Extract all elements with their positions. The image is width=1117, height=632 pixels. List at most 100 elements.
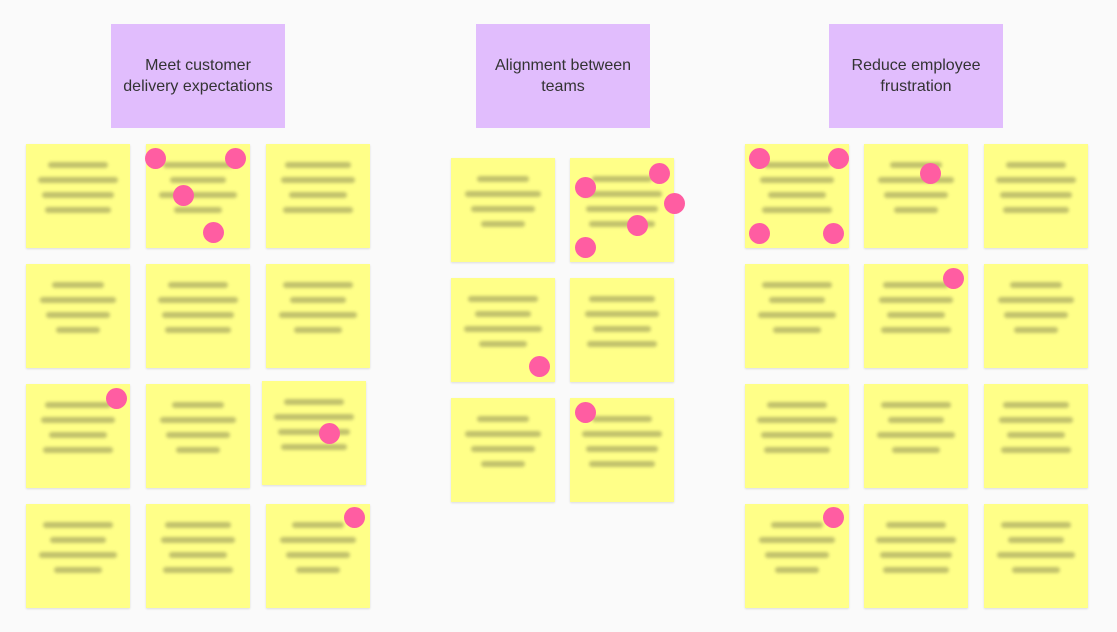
- redacted-text-line: [1003, 402, 1069, 408]
- redacted-text-line: [878, 177, 954, 183]
- vote-dot[interactable]: [144, 147, 166, 169]
- redacted-text-line: [159, 192, 237, 198]
- vote-dot[interactable]: [748, 222, 770, 244]
- redacted-text-line: [764, 447, 830, 453]
- redacted-text-line: [296, 567, 340, 573]
- redacted-text-line: [586, 446, 658, 452]
- vote-dot[interactable]: [748, 147, 770, 169]
- redacted-text-line: [757, 417, 837, 423]
- redacted-text-line: [881, 327, 951, 333]
- column-header-delivery[interactable]: Meet customer delivery expectations: [111, 24, 285, 128]
- sticky-note[interactable]: [266, 144, 370, 248]
- redacted-text-line: [767, 402, 827, 408]
- sticky-note[interactable]: [984, 384, 1088, 488]
- vote-dot[interactable]: [827, 147, 849, 169]
- vote-dot[interactable]: [626, 214, 648, 236]
- redacted-text-line: [158, 297, 238, 303]
- sticky-note[interactable]: [984, 264, 1088, 368]
- redacted-text-line: [1004, 312, 1068, 318]
- redacted-text-line: [587, 341, 657, 347]
- redacted-text-line: [50, 537, 106, 543]
- redacted-text-line: [582, 191, 662, 197]
- vote-dot[interactable]: [224, 147, 246, 169]
- redacted-text-line: [877, 432, 955, 438]
- column-header-alignment[interactable]: Alignment between teams: [476, 24, 650, 128]
- vote-dot[interactable]: [172, 184, 194, 206]
- sticky-note[interactable]: [146, 504, 250, 608]
- sticky-note[interactable]: [146, 264, 250, 368]
- sticky-note[interactable]: [26, 144, 130, 248]
- redacted-text-line: [481, 461, 525, 467]
- redacted-text-line: [43, 447, 113, 453]
- vote-dot[interactable]: [105, 387, 127, 409]
- vote-dot[interactable]: [942, 267, 964, 289]
- redacted-text-line: [274, 414, 354, 420]
- redacted-text-line: [1001, 447, 1071, 453]
- redacted-text-line: [281, 444, 347, 450]
- sticky-note[interactable]: [745, 264, 849, 368]
- redacted-text-line: [886, 522, 946, 528]
- redacted-text-line: [464, 326, 542, 332]
- redacted-text-line: [54, 567, 102, 573]
- redacted-text-line: [589, 461, 655, 467]
- sticky-note[interactable]: [262, 381, 366, 485]
- sticky-note[interactable]: [570, 278, 674, 382]
- redacted-text-line: [170, 177, 226, 183]
- sticky-note[interactable]: [984, 144, 1088, 248]
- redacted-text-line: [289, 192, 347, 198]
- vote-dot[interactable]: [574, 236, 596, 258]
- vote-dot[interactable]: [822, 222, 844, 244]
- column-header-frustration[interactable]: Reduce employee frustration: [829, 24, 1003, 128]
- redacted-text-line: [593, 326, 651, 332]
- sticky-note[interactable]: [451, 398, 555, 502]
- vote-dot[interactable]: [574, 176, 596, 198]
- redacted-text-line: [1001, 522, 1071, 528]
- vote-dot[interactable]: [822, 506, 844, 528]
- sticky-note[interactable]: [146, 384, 250, 488]
- redacted-text-line: [586, 206, 658, 212]
- redacted-text-line: [290, 297, 346, 303]
- sticky-note[interactable]: [984, 504, 1088, 608]
- redacted-text-line: [477, 176, 529, 182]
- vote-dot[interactable]: [919, 162, 941, 184]
- redacted-text-line: [38, 177, 118, 183]
- sticky-note[interactable]: [451, 158, 555, 262]
- redacted-text-line: [881, 402, 951, 408]
- vote-dot[interactable]: [648, 162, 670, 184]
- vote-dot[interactable]: [318, 422, 340, 444]
- redacted-text-line: [471, 446, 535, 452]
- redacted-text-line: [169, 552, 227, 558]
- redacted-text-line: [168, 282, 228, 288]
- sticky-note[interactable]: [864, 504, 968, 608]
- redacted-text-line: [775, 567, 819, 573]
- redacted-text-line: [471, 206, 535, 212]
- redacted-text-line: [481, 221, 525, 227]
- vote-dot[interactable]: [663, 192, 685, 214]
- redacted-text-line: [888, 417, 944, 423]
- redacted-text-line: [465, 191, 541, 197]
- redacted-text-line: [894, 207, 938, 213]
- sticky-note[interactable]: [26, 264, 130, 368]
- redacted-text-line: [39, 552, 117, 558]
- redacted-text-line: [883, 567, 949, 573]
- redacted-text-line: [49, 432, 107, 438]
- redacted-text-line: [883, 282, 949, 288]
- sticky-note[interactable]: [26, 384, 130, 488]
- redacted-text-line: [762, 207, 832, 213]
- vote-dot[interactable]: [528, 355, 550, 377]
- vote-dot[interactable]: [574, 401, 596, 423]
- redacted-text-line: [773, 327, 821, 333]
- sticky-note[interactable]: [864, 144, 968, 248]
- redacted-text-line: [1006, 162, 1066, 168]
- redacted-text-line: [42, 192, 114, 198]
- redacted-text-line: [279, 312, 357, 318]
- redacted-text-line: [880, 552, 952, 558]
- sticky-note[interactable]: [26, 504, 130, 608]
- vote-dot[interactable]: [202, 221, 224, 243]
- sticky-note[interactable]: [745, 384, 849, 488]
- vote-dot[interactable]: [343, 506, 365, 528]
- redacted-text-line: [997, 552, 1075, 558]
- sticky-note[interactable]: [864, 384, 968, 488]
- redacted-text-line: [468, 296, 538, 302]
- sticky-note[interactable]: [266, 264, 370, 368]
